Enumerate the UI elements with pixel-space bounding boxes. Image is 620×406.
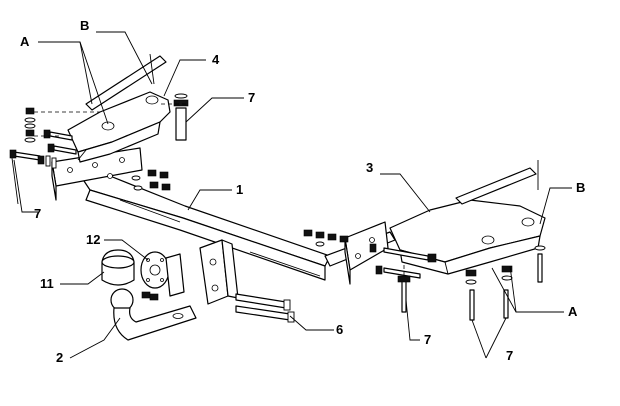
callout-B-top: B <box>80 18 89 33</box>
bolts-part-6 <box>235 293 295 323</box>
fasteners-socket <box>141 291 159 301</box>
socket-plate-part-12 <box>140 251 185 297</box>
callout-1: 1 <box>236 182 243 197</box>
callout-12: 12 <box>86 232 100 247</box>
callout-7-top: 7 <box>248 90 255 105</box>
crossbar-part-1 <box>51 147 396 285</box>
fasteners-right-plate <box>369 243 437 313</box>
callout-A-top: A <box>20 34 30 49</box>
fasteners-center-left <box>131 169 171 191</box>
fasteners-left-bolts <box>9 149 57 205</box>
alignment-lines <box>34 103 405 276</box>
callout-labels: A B 4 7 7 1 3 B 12 11 2 6 7 A 7 <box>20 18 585 365</box>
fasteners-right-bottom <box>465 245 546 321</box>
callout-2: 2 <box>56 350 63 365</box>
left-bracket-part-4 <box>67 91 171 163</box>
right-bracket-part-3 <box>389 199 546 275</box>
strap-b-right <box>455 160 539 205</box>
leader-lines <box>13 31 572 359</box>
fasteners-top-left <box>24 107 77 155</box>
callout-6: 6 <box>336 322 343 337</box>
callout-7-center: 7 <box>424 332 431 347</box>
fasteners-center-right <box>303 229 349 247</box>
callout-11: 11 <box>40 276 54 291</box>
strap-b-left <box>85 53 167 111</box>
callout-7-left: 7 <box>34 206 41 221</box>
ball-mount-bracket-part-6 <box>199 239 239 305</box>
callout-A-right: A <box>568 304 578 319</box>
callout-B-right: B <box>576 180 585 195</box>
callout-7-bottom: 7 <box>506 348 513 363</box>
callout-3: 3 <box>366 160 373 175</box>
fasteners-top-right <box>173 93 189 141</box>
ball-cover-part-11 <box>101 249 135 286</box>
callout-4: 4 <box>212 52 220 67</box>
tow-ball-part-2 <box>110 288 197 341</box>
